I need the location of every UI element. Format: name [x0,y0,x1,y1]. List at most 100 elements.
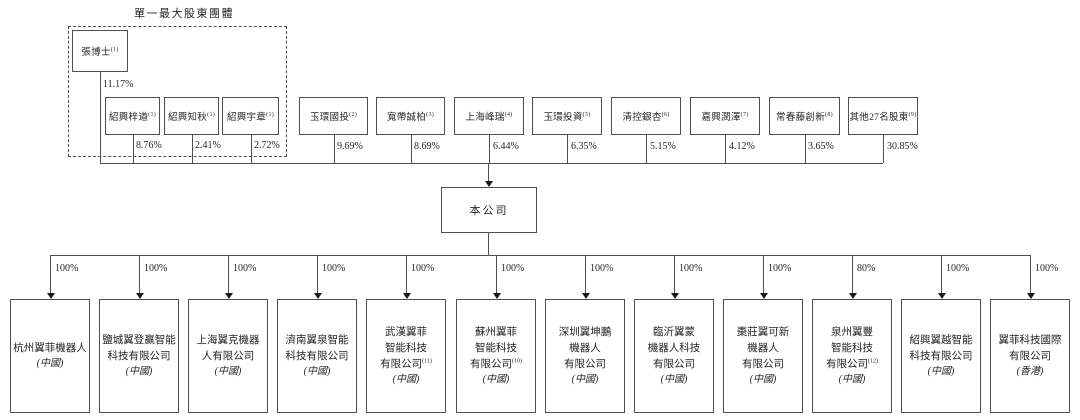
shareholder-name: 張博士(1) [81,46,119,58]
subsidiary-region: (中國) [125,365,153,377]
shareholder-node: 張博士(1) [72,30,128,72]
shareholder-name: 紹興宇章(1) [226,111,275,123]
ownership-label: 30.85% [887,141,918,152]
shareholder-name: 紹興梓遒(1) [108,111,157,123]
ownership-label: 100% [590,263,614,274]
shareholder-connector-line [489,135,490,163]
subsidiary-name-line: 人有限公司 [201,351,255,362]
subsidiary-region: (中國) [660,373,688,385]
ownership-label: 2.41% [195,140,221,151]
footnote-ref: (7) [740,111,749,118]
subsidiary-node: 杭州翼菲機器人(中國) [10,299,90,413]
arrowhead-down-icon [493,293,501,299]
footnote-ref: (8) [825,111,833,118]
subsidiary-node: 蘇州翼菲智能科技有限公司(10)(中國) [456,299,536,413]
arrowhead-down-icon [849,293,857,299]
subsidiary-name-line: 武漢翼菲 [385,327,427,339]
subsidiary-connector-line [50,255,51,293]
ownership-label: 8.69% [414,141,440,152]
ownership-label: 100% [322,263,346,274]
subsidiary-node: 泉州翼豐智能科技有限公司(12)(中國) [812,299,892,413]
shareholder-name: 嘉興潤澤(7) [701,111,749,123]
shareholder-name: 其他27名股東(9) [849,111,917,123]
shareholder-connector-line [646,135,647,163]
ownership-label: 5.15% [650,141,676,152]
shareholder-connector-line [805,135,806,163]
company-outbound-line [488,233,489,255]
subsidiary-region: (中國) [392,373,420,385]
subsidiary-name-line: 科技有限公司 [909,351,973,362]
subsidiary-name-line: 上海翼克機器 [196,335,260,347]
subsidiary-connector-line [674,255,675,293]
largest-shareholder-group-label: 單一最大股東團體 [134,8,234,20]
subsidiary-name-line: 有限公司 [742,358,784,370]
footnote-ref: (1) [266,111,275,118]
subsidiary-node: 臨沂翼蒙機器人科技有限公司(中國) [634,299,714,413]
subsidiary-region: (中國) [838,373,866,385]
shareholder-node: 紹興知秋(1) [164,97,219,135]
shareholder-name: 清控銀杏(6) [622,111,670,123]
subsidiary-name-line: 臨沂翼蒙 [653,327,695,339]
subsidiary-name-line: 蘇州翼菲 [475,327,517,339]
subsidiary-name-line: 有限公司 [1009,351,1051,362]
ownership-label: 2.72% [254,140,280,151]
shareholder-connector-line [251,135,252,163]
subsidiary-name-line: 有限公司(12) [826,358,878,370]
subsidiary-connector-line [585,255,586,293]
subsidiary-name-line: 翼菲科技國際 [998,335,1062,347]
ownership-label: 3.65% [808,141,834,152]
subsidiary-name-line: 棗莊翼可新 [736,327,790,339]
arrowhead-down-icon [938,293,946,299]
shareholder-node: 清控銀杏(6) [611,97,681,135]
arrowhead-down-icon [1027,293,1035,299]
subsidiary-node: 鹽城翼登贏智能科技有限公司 (中國) [99,299,179,413]
subsidiary-name-line: 智能科技 [475,343,517,355]
company-name: 本公司 [469,205,509,217]
arrowhead-down-icon [225,293,233,299]
ownership-label: 8.76% [136,140,162,151]
footnote-ref: (2) [349,111,358,118]
subsidiary-region: (中國) [214,365,242,377]
ownership-label: 100% [679,263,703,274]
ownership-label: 6.35% [571,141,597,152]
ownership-label: 100% [946,263,970,274]
arrowhead-down-icon [671,293,679,299]
subsidiary-name-line: 有限公司 [653,358,695,370]
footnote-ref: (6) [661,111,670,118]
shareholder-node: 玉環國投(2) [299,97,368,135]
ownership-label: 9.69% [337,141,363,152]
ownership-label: 11.17% [103,79,134,90]
ownership-label: 100% [768,263,792,274]
footnote-ref: (1) [110,46,119,53]
company-inbound-line [488,163,489,181]
ownership-label: 100% [411,263,435,274]
arrowhead-down-icon [485,181,493,187]
subsidiary-name-line: 有限公司 [564,358,606,370]
shareholder-name: 紹興知秋(1) [167,111,216,123]
shareholder-node: 嘉興潤澤(7) [690,97,760,135]
footnote-ref: (1) [207,111,216,118]
ownership-label: 100% [144,263,168,274]
shareholder-node: 上海峰瑞(4) [454,97,524,135]
subsidiary-name-line: 科技有限公司 [107,351,171,362]
arrowhead-down-icon [760,293,768,299]
ownership-label: 4.12% [729,141,755,152]
subsidiary-name-line: 紹興翼越智能 [909,335,973,347]
arrowhead-down-icon [403,293,411,299]
shareholder-connector-line [100,72,101,163]
subsidiary-name-line: 鹽城翼登贏智能 [102,335,176,347]
subsidiary-region: (中國) [36,357,64,369]
subsidiary-node: 翼菲科技國際有限公司(香港) [990,299,1070,413]
shareholder-node: 紹興宇章(1) [222,97,279,135]
shareholder-node: 玉環投資(5) [532,97,602,135]
footnote-ref: (10) [512,358,522,365]
subsidiary-name-line: 濟南翼泉智能 [285,335,349,347]
subsidiary-name-line: 深圳翼坤鵬 [558,327,612,339]
shareholder-node: 其他27名股東(9) [848,97,918,135]
subsidiary-connector-line [228,255,229,293]
shareholder-connector-line [411,135,412,163]
subsidiary-connector-line [139,255,140,293]
subsidiary-node: 上海翼克機器人有限公司 (中國) [188,299,268,413]
subsidiary-name-line: 機器人 [569,343,601,355]
